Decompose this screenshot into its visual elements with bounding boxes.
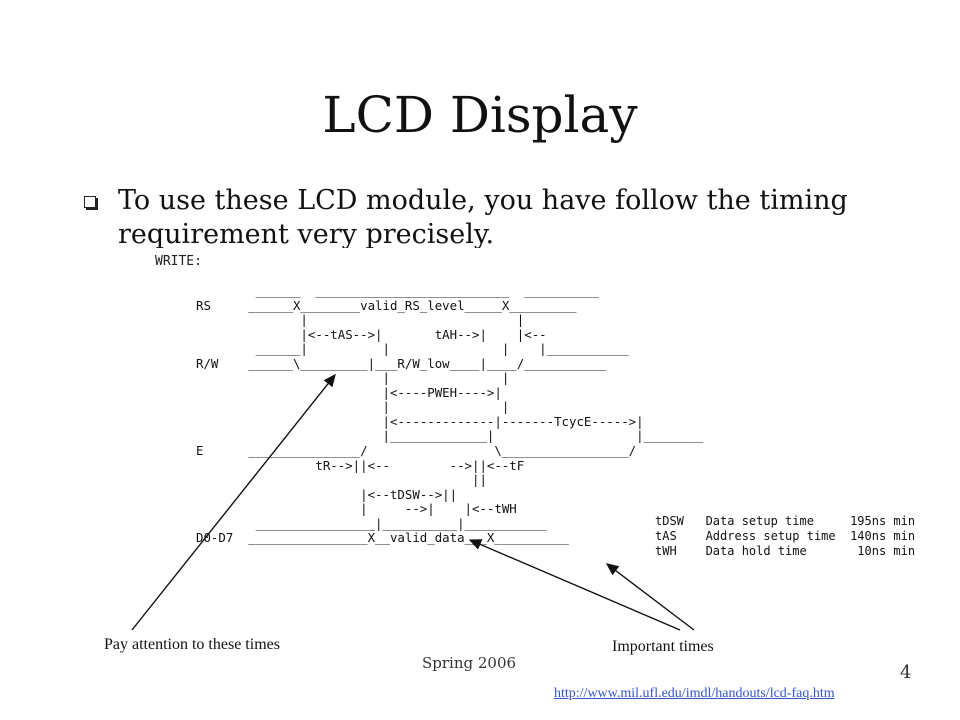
- source-link[interactable]: http://www.mil.ufl.edu/imdl/handouts/lcd…: [554, 686, 835, 701]
- footer-date: Spring 2006: [422, 654, 517, 672]
- arrow-to-twh: [605, 563, 695, 631]
- arrow-to-tas: [131, 373, 336, 631]
- bullet-text: To use these LCD module, you have follow…: [118, 185, 848, 248]
- annotation-important-times: Important times: [612, 638, 714, 655]
- square-bullet-icon: [84, 196, 96, 208]
- diagram-heading: WRITE:: [155, 254, 202, 269]
- arrow-to-tdsw: [468, 539, 681, 631]
- bullet-item: To use these LCD module, you have follow…: [84, 184, 884, 248]
- timing-diagram: ______ __________________________ ______…: [196, 283, 704, 546]
- slide-title: LCD Display: [322, 86, 638, 144]
- annotation-pay-attention: Pay attention to these times: [104, 636, 280, 653]
- page-number: 4: [900, 662, 912, 683]
- timing-legend: tDSW Data setup time 195ns min tAS Addre…: [655, 514, 916, 558]
